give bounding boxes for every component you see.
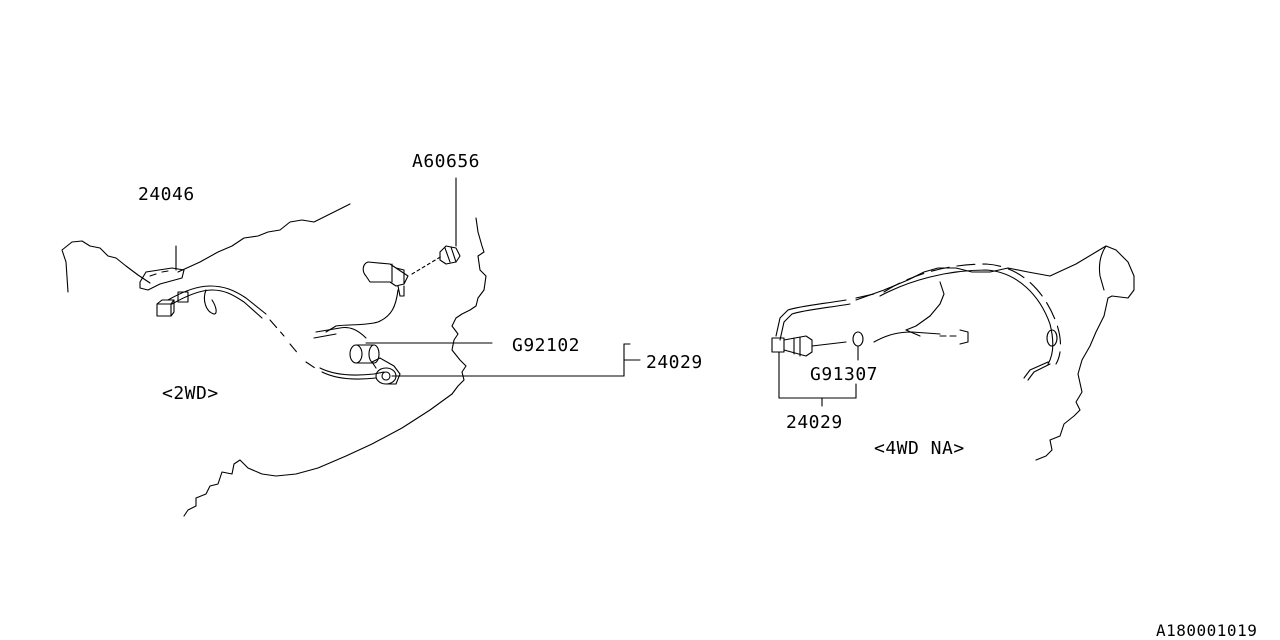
- sensor-2wd: [325, 177, 461, 333]
- transmission-outline-4wd: [855, 245, 1135, 461]
- bracket-2wd: [139, 245, 185, 291]
- part-label-24046: 24046: [138, 184, 195, 205]
- variant-title-4wd: <4WD NA>: [874, 438, 965, 459]
- leader-lines-2wd: [365, 342, 641, 377]
- figure-id: A180001019: [1156, 621, 1257, 640]
- part-label-g92102: G92102: [512, 335, 580, 356]
- transmission-outline-2wd: [61, 203, 487, 517]
- part-label-24029-2wd: 24029: [646, 352, 703, 373]
- leader-lines-4wd: [778, 351, 857, 407]
- harness-2wd: [156, 285, 401, 385]
- part-label-a60656: A60656: [412, 151, 480, 172]
- variant-title-2wd: <2WD>: [162, 383, 219, 404]
- part-label-24029-4wd: 24029: [786, 412, 843, 433]
- part-label-g91307: G91307: [810, 364, 878, 385]
- harness-4wd: [771, 263, 1062, 381]
